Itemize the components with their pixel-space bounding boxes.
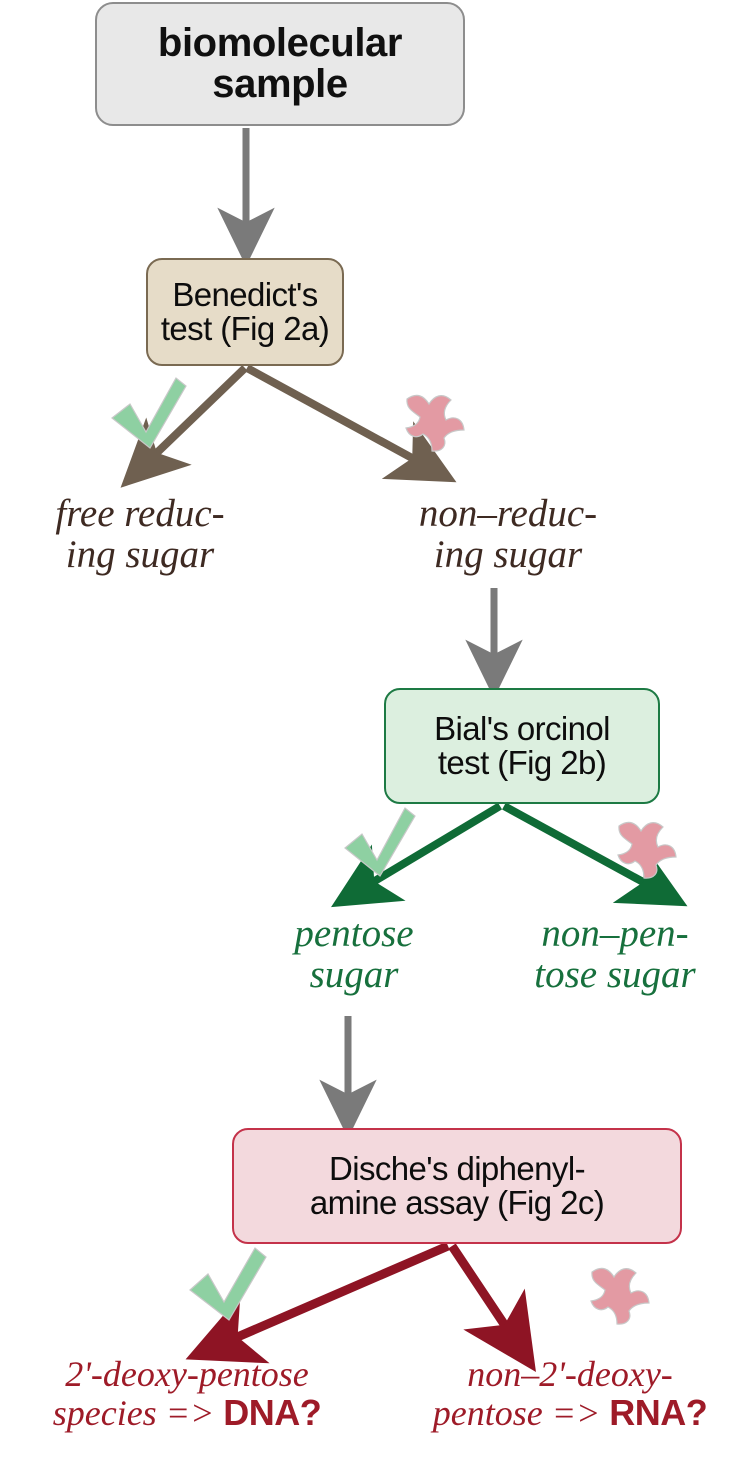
node-disches-diphenylamine-assay[interactable]: Dische's diphenyl- amine assay (Fig 2c)	[232, 1128, 682, 1244]
node-biomolecular-sample[interactable]: biomolecular sample	[95, 2, 465, 126]
edge-benedict-no	[245, 364, 457, 483]
cross-mark-icon	[617, 821, 677, 879]
edge-bial-no	[502, 802, 688, 907]
check-mark-icon	[111, 377, 187, 449]
edge-dische-yes	[185, 1241, 450, 1364]
leaf-dna-italic-text: 2'-deoxy-pentose species =>	[52, 1354, 309, 1433]
cross-mark-icon	[590, 1267, 650, 1325]
check-mark-icon	[189, 1247, 267, 1321]
node-bials-orcinol-test[interactable]: Bial's orcinol test (Fig 2b)	[384, 688, 660, 804]
check-mark-icon	[344, 807, 416, 877]
leaf-pentose-sugar: pentose sugar	[294, 912, 414, 996]
leaf-free-reducing-sugar: free reduc- ing sugar	[55, 492, 225, 576]
leaf-dna-bold-text: DNA?	[223, 1391, 322, 1433]
cross-mark-icon	[405, 394, 465, 452]
node-benedicts-test[interactable]: Benedict's test (Fig 2a)	[146, 258, 344, 366]
edge-dische-no	[448, 1243, 536, 1372]
leaf-rna-bold-text: RNA?	[609, 1391, 708, 1433]
leaf-rna-outcome: non–2'-deoxy- pentose => RNA?	[394, 1354, 746, 1433]
leaf-non-reducing-sugar: non–reduc- ing sugar	[418, 492, 598, 576]
leaf-rna-italic-text: non–2'-deoxy- pentose =>	[432, 1354, 673, 1433]
edge-bial-yes	[331, 802, 503, 908]
leaf-non-pentose-sugar: non–pen- tose sugar	[534, 912, 696, 996]
edge-benedict-yes	[120, 365, 248, 488]
leaf-dna-outcome: 2'-deoxy-pentose species => DNA?	[0, 1354, 374, 1433]
